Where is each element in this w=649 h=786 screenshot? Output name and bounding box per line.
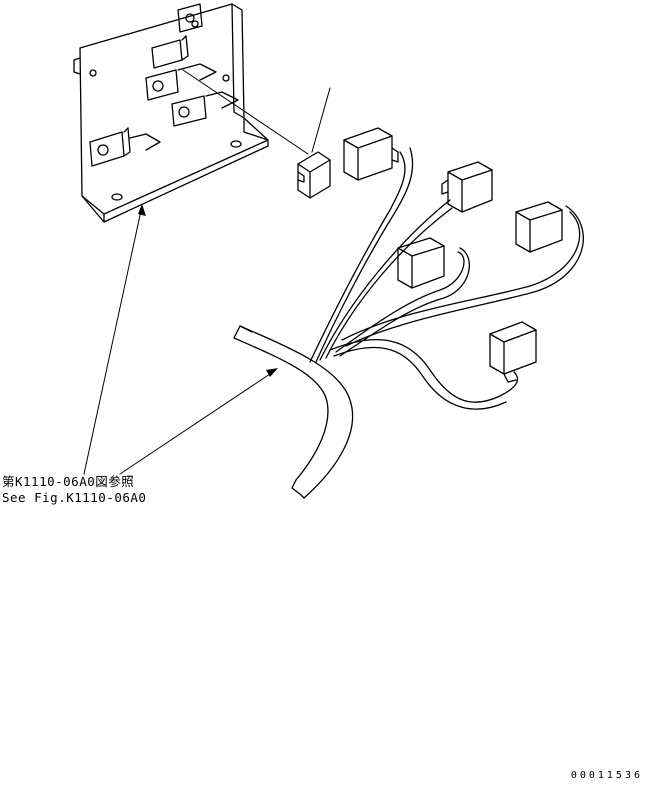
mounting-bracket-icon <box>73 3 269 223</box>
connector-icon <box>515 201 563 253</box>
wire-harness-icon <box>233 147 584 499</box>
reference-label-jp: 第K1110-06A0図参照 <box>2 474 135 489</box>
connector-icon <box>343 127 399 181</box>
reference-label-en: See Fig.K1110-06A0 <box>2 490 147 505</box>
connector-icon <box>441 161 493 213</box>
connector-icon <box>397 237 445 289</box>
connector-icon <box>489 321 537 383</box>
drawing-number: 00011536 <box>570 770 643 781</box>
connector-icon <box>297 151 331 199</box>
